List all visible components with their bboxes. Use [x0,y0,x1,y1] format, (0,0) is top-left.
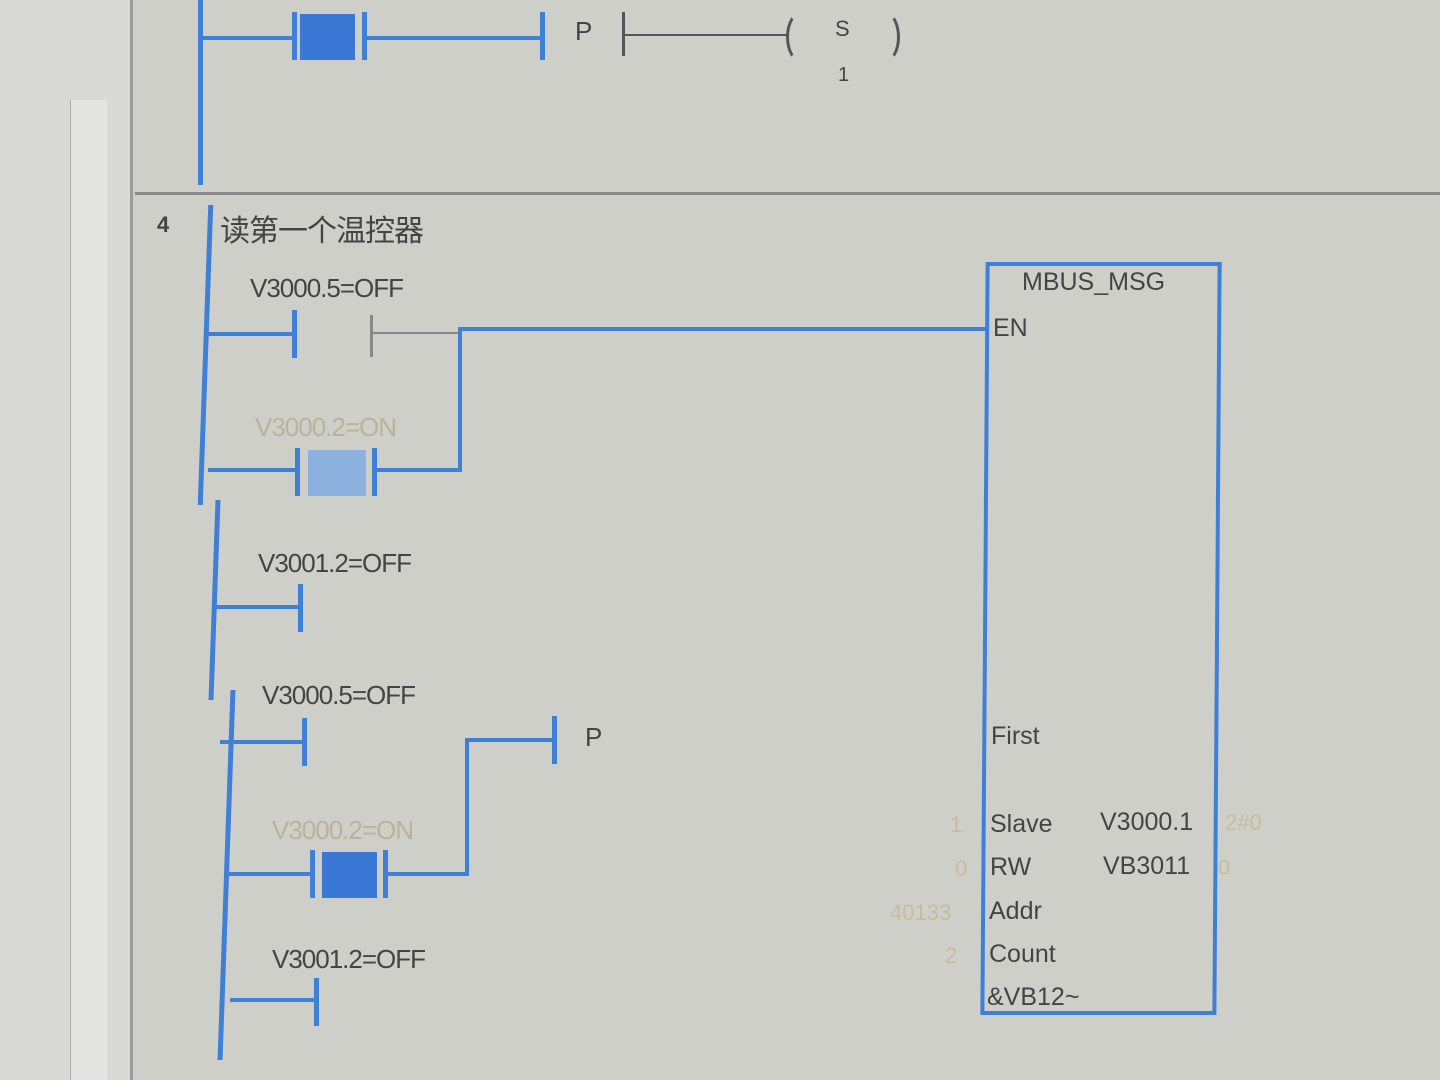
contact-on-fill [300,14,355,60]
contact-label: V3001.2=OFF [258,548,412,578]
contact-label: V3000.2=ON [272,815,414,845]
scrollbar[interactable] [70,100,107,1080]
wire [376,468,462,472]
edge-contact-label: P [585,722,602,752]
contact-2[interactable] [295,448,300,496]
p-contact [540,12,545,60]
out-done: V3000.1 [1100,808,1194,836]
block-title: MBUS_MSG [1022,268,1166,296]
network-divider [135,192,1440,195]
contact-label: V3000.2=ON [255,412,397,442]
coil-right-paren [872,12,900,62]
network-number: 4 [157,212,169,237]
wire-en [458,327,988,331]
out-error: VB3011 [1103,852,1191,880]
branch-vertical [458,329,462,471]
contact-1-right [370,315,373,357]
wire [228,872,313,876]
addr-value: 40133 [890,900,952,925]
coil-op: S [835,16,850,41]
wire [387,872,469,876]
wire-gray [372,332,460,334]
contact-label: V3000.5=OFF [250,273,404,303]
contact-label: V3000.5=OFF [262,680,416,710]
pin-en: EN [993,314,1028,342]
wire [212,605,302,609]
pin-table: &VB12~ [987,983,1080,1011]
p-contact-bar [622,12,625,56]
power-rail-prev [198,0,203,185]
pin-addr: Addr [989,897,1042,925]
wire [208,468,298,472]
contact-5[interactable] [310,850,315,898]
wire [230,998,318,1002]
wire [366,36,542,40]
wire [205,332,295,336]
network-comment[interactable]: 读第一个温控器 [220,215,424,248]
wire [220,740,305,744]
power-rail [197,205,214,505]
count-value: 2 [945,943,958,968]
done-value: 2#0 [1225,810,1262,835]
contact-4[interactable] [302,718,307,766]
coil-count: 1 [838,64,849,86]
contact-on-fill [322,852,377,898]
slave-value: 1 [950,812,963,837]
wire-gray [624,34,789,36]
error-value: 0 [1218,855,1231,880]
pin-slave: Slave [990,810,1053,838]
contact-2-right [372,448,377,496]
contact-right [362,12,367,60]
contact-on-fill [308,450,366,496]
contact-3[interactable] [298,584,303,632]
power-rail [208,500,221,700]
pin-rw: RW [990,853,1032,881]
left-gutter [0,0,133,1080]
contact-5-right [383,850,388,898]
contact-6[interactable] [314,978,319,1026]
wire [465,738,557,742]
coil-left-paren [786,12,814,62]
pin-first: First [991,722,1040,750]
contact-label: V3001.2=OFF [272,944,426,974]
pin-count: Count [989,940,1056,968]
rw-value: 0 [955,856,968,881]
p-contact-label: P [575,16,592,46]
branch-vertical [465,738,469,876]
edge-contact[interactable] [552,716,557,764]
contact-left [292,12,297,60]
wire [200,36,295,40]
contact-1[interactable] [292,310,297,358]
